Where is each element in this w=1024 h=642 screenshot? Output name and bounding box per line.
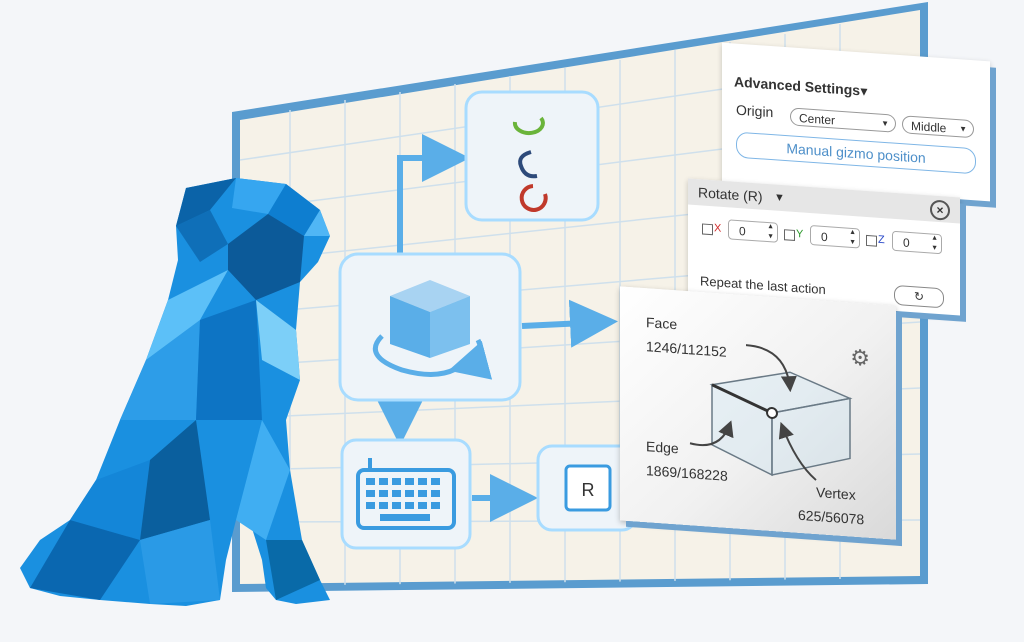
- axis-x-checkbox[interactable]: [702, 223, 713, 236]
- rotate-panel-title[interactable]: Rotate (R): [698, 184, 763, 205]
- rotate-z-arrow-icon: [519, 184, 548, 212]
- selection-box-diagram: [689, 344, 853, 481]
- axis-z-label: Z: [878, 233, 885, 247]
- keyboard-icon: [356, 458, 456, 530]
- stepper-icon[interactable]: ▲▼: [931, 234, 938, 252]
- origin-y-value: Middle: [911, 118, 947, 136]
- rotate-cube-card: [338, 252, 522, 402]
- axis-y-label: Y: [796, 228, 804, 241]
- origin-y-select[interactable]: Middle ▼: [902, 115, 974, 139]
- chevron-down-icon: ▼: [959, 124, 967, 134]
- collapse-triangle-icon[interactable]: ▼: [858, 84, 870, 99]
- close-icon[interactable]: ×: [930, 199, 950, 221]
- flow-arrows: [376, 134, 618, 522]
- axis-x-value: 0: [739, 224, 746, 239]
- axis-z-input[interactable]: 0 ▲▼: [892, 230, 942, 255]
- axis-x-input[interactable]: 0 ▲▼: [728, 219, 778, 243]
- origin-x-value: Center: [799, 111, 836, 128]
- advanced-settings-title[interactable]: Advanced Settings: [734, 73, 861, 99]
- refresh-icon: ↻: [913, 289, 925, 304]
- collapse-triangle-icon[interactable]: ▼: [774, 191, 785, 205]
- axis-y-checkbox[interactable]: [784, 229, 795, 241]
- axis-z-value: 0: [903, 235, 910, 250]
- rotate-y-arrow-icon: [518, 150, 538, 179]
- axis-z-checkbox[interactable]: [866, 234, 877, 247]
- axis-y-value: 0: [821, 229, 828, 245]
- rotation-arrows-card: [464, 90, 600, 222]
- hotkey-key-label: R: [582, 480, 595, 500]
- axis-y-input[interactable]: 0 ▲▼: [810, 225, 860, 249]
- rotate-x-arrow-icon: [512, 116, 545, 136]
- origin-x-select[interactable]: Center ▼: [790, 107, 896, 133]
- chevron-down-icon: ▼: [881, 118, 889, 129]
- rotate-cube-icon: [372, 280, 493, 380]
- stepper-icon[interactable]: ▲▼: [767, 223, 774, 241]
- axis-x-label: X: [714, 222, 722, 235]
- manual-gizmo-position-button[interactable]: Manual gizmo position: [736, 131, 976, 175]
- box-wireframe-icon: [709, 371, 853, 477]
- dog-model: [20, 178, 330, 606]
- advanced-settings-panel: Advanced Settings ▼ Origin Center ▼ Midd…: [722, 42, 990, 202]
- selection-info-panel: Face 1246/112152 ⚙ Edge 1869/168228 Vert…: [620, 286, 896, 540]
- origin-label: Origin: [736, 101, 774, 121]
- stepper-icon[interactable]: ▲▼: [849, 228, 856, 247]
- keyboard-card: [340, 438, 472, 550]
- repeat-last-action-button[interactable]: ↻: [894, 284, 944, 309]
